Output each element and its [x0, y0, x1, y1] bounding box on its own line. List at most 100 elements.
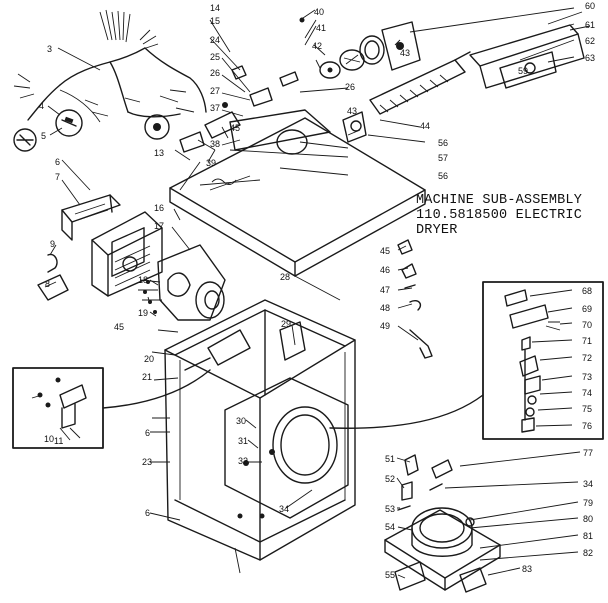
callout-20: 20 [144, 354, 154, 364]
door-switch-43 [342, 111, 367, 143]
callout-82: 82 [583, 548, 593, 558]
switch-knob-5 [55, 109, 83, 137]
callout-10: 10 [44, 434, 54, 444]
push-switch-knob [144, 114, 170, 140]
callout-21: 21 [142, 372, 152, 382]
callout-24: 24 [210, 35, 220, 45]
callout-26: 26 [210, 68, 220, 78]
callout-44: 44 [420, 121, 430, 131]
wiring-harness [13, 9, 207, 123]
detail-leaders [102, 369, 484, 429]
callout-77: 77 [583, 448, 593, 458]
callout-17: 17 [154, 221, 164, 231]
callout-6: 6 [55, 157, 60, 167]
callout-37: 37 [210, 103, 220, 113]
callout-68: 68 [582, 286, 592, 296]
callout-6b: 6 [145, 428, 150, 438]
cabinet-frame [164, 299, 356, 561]
callout-5: 5 [41, 131, 46, 141]
callout-30: 30 [236, 416, 246, 426]
callout-45b: 45 [114, 322, 124, 332]
callout-48: 48 [380, 303, 390, 313]
callout-59: 59 [518, 66, 528, 76]
callout-32: 32 [238, 456, 248, 466]
callout-15: 15 [210, 16, 220, 26]
callout-31: 31 [238, 436, 248, 446]
lint-screen-44 [369, 51, 471, 115]
callout-70: 70 [582, 320, 592, 330]
callout-43b: 43 [347, 106, 357, 116]
callout-56: 56 [438, 138, 448, 148]
callout-51: 51 [385, 454, 395, 464]
callout-63: 63 [585, 53, 595, 63]
callout-9: 9 [50, 239, 55, 249]
callout-76: 76 [582, 421, 592, 431]
callout-14: 14 [210, 3, 220, 13]
callout-79: 79 [583, 498, 593, 508]
callout-39: 39 [206, 158, 216, 168]
callout-71: 71 [582, 336, 592, 346]
callout-25: 25 [210, 52, 220, 62]
title-line-2: 110.5818500 ELECTRIC [416, 208, 582, 223]
callout-80: 80 [583, 514, 593, 524]
callout-46: 46 [380, 265, 390, 275]
callout-13: 13 [154, 148, 164, 158]
callout-74: 74 [582, 388, 592, 398]
callout-83: 83 [522, 564, 532, 574]
callout-43: 43 [400, 48, 410, 58]
terminal-parts [397, 454, 475, 527]
callout-62: 62 [585, 36, 595, 46]
callout-3: 3 [47, 44, 52, 54]
callout-49: 49 [380, 321, 390, 331]
blower-assembly-17 [138, 244, 226, 321]
drive-motor-16 [91, 211, 163, 297]
callout-55: 55 [385, 570, 395, 580]
callout-leaders [44, 7, 581, 579]
callout-53: 53 [385, 504, 395, 514]
title-line-1: MACHINE SUB-ASSEMBLY [416, 193, 582, 208]
callout-73: 73 [582, 372, 592, 382]
callout-41: 41 [316, 23, 326, 33]
callout-23: 23 [142, 457, 152, 467]
bracket-7 [61, 194, 121, 241]
callout-18: 18 [138, 275, 148, 285]
callout-75: 75 [582, 404, 592, 414]
bracket-8-9 [37, 253, 69, 301]
callout-28: 28 [280, 272, 290, 282]
callout-labels: 3 4 5 6 6 6 7 8 9 10 11 13 14 15 16 17 1… [39, 1, 595, 580]
callout-56b: 56 [438, 171, 448, 181]
callout-40: 40 [314, 7, 324, 17]
callout-45c: 45 [380, 246, 390, 256]
callout-52: 52 [385, 474, 395, 484]
callout-11: 11 [54, 436, 63, 446]
callout-54: 54 [385, 522, 395, 532]
callout-42: 42 [312, 41, 322, 51]
top-panel-56 [169, 109, 426, 277]
callout-34: 34 [279, 504, 289, 514]
callout-61: 61 [585, 20, 595, 30]
callout-6c: 6 [145, 508, 150, 518]
timer-knob-4 [13, 128, 37, 152]
callout-19: 19 [138, 308, 148, 318]
callout-72: 72 [582, 353, 592, 363]
callout-69: 69 [582, 304, 592, 314]
callout-45: 45 [230, 123, 240, 133]
callout-57: 57 [438, 153, 448, 163]
callout-34b: 34 [583, 479, 593, 489]
callout-29: 29 [281, 319, 291, 329]
control-knobs [319, 21, 421, 79]
callout-7: 7 [55, 172, 60, 182]
exhaust-duct [384, 507, 501, 593]
title-line-3: DRYER [416, 223, 458, 238]
callout-27: 27 [210, 86, 220, 96]
callout-16: 16 [154, 203, 164, 213]
callout-81: 81 [583, 531, 593, 541]
callout-60: 60 [585, 1, 595, 11]
callout-47: 47 [380, 285, 390, 295]
small-hardware [397, 239, 433, 359]
console-parts [174, 17, 305, 161]
top-console-cover [469, 11, 591, 89]
diagram-title: MACHINE SUB-ASSEMBLY 110.5818500 ELECTRI… [416, 193, 582, 238]
callout-8: 8 [45, 279, 50, 289]
